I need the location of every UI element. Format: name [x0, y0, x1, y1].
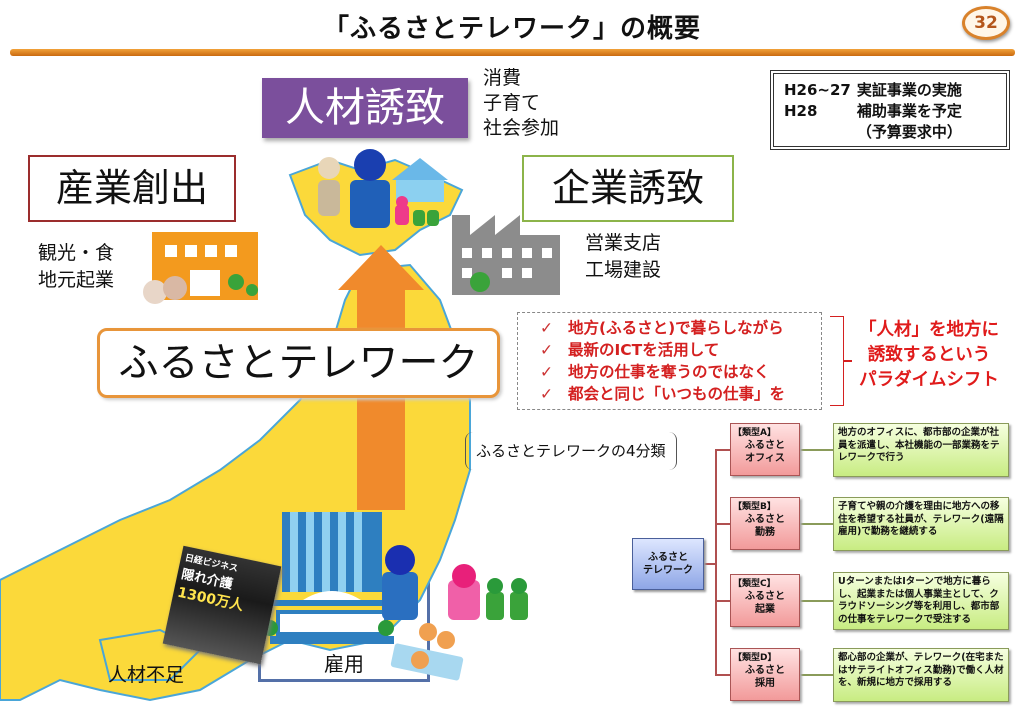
slide-title: 「ふるさとテレワーク」の概要 — [322, 14, 701, 44]
industry-creation-items: 観光・食 地元起業 — [38, 240, 114, 294]
schedule-box: H26~27 実証事業の実施 H28 補助事業を予定 （予算要求中） — [770, 70, 1010, 150]
attract-business-box: 企業誘致 — [522, 155, 734, 222]
attract-talent-effects: 消費 子育て 社会参加 — [483, 66, 559, 141]
title-divider — [10, 49, 1015, 56]
type-a-desc: 地方のオフィスに、都市部の企業が社員を派遣し、本社機能の一部業務をテレワークで行… — [833, 423, 1009, 477]
check-icon: ✓ — [540, 385, 553, 403]
schedule-text: （予算要求中） — [856, 123, 962, 141]
furusato-telework-box: ふるさとテレワーク — [97, 328, 500, 398]
schedule-text: 実証事業の実施 — [856, 81, 962, 99]
tree-connectors — [704, 449, 730, 676]
schedule-period: H28 — [784, 102, 818, 120]
point-item: ✓最新のICTを活用して — [540, 341, 720, 359]
paradigm-shift-text: 「人材」を地方に 誘致するという パラダイムシフト — [859, 320, 999, 390]
attract-business-items: 営業支店 工場建設 — [585, 230, 661, 284]
office-building-icon — [262, 512, 394, 644]
type-b-desc: 子育てや親の介護を理由に地方への移住を希望する社員が、テレワーク(遠隔雇用)で勤… — [833, 497, 1009, 551]
key-points-box: ✓地方(ふるさと)で暮らしながら ✓最新のICTを活用して ✓地方の仕事を奪うの… — [517, 312, 822, 410]
schedule-row: H26~27 実証事業の実施 — [784, 80, 968, 101]
classification-label: ふるさとテレワークの4分類 — [465, 432, 677, 470]
people-house-icon — [318, 149, 448, 228]
effect-item: 子育て — [483, 92, 541, 114]
industry-item: 地元起業 — [38, 269, 115, 291]
schedule-row: （予算要求中） — [784, 122, 968, 143]
schedule-row: H28 補助事業を予定 — [784, 101, 968, 122]
type-c-box: 【類型C】ふるさと起業 — [730, 574, 800, 627]
schedule-period — [784, 122, 857, 143]
labor-shortage-label: 人材不足 — [108, 664, 185, 686]
type-d-box: 【類型D】ふるさと採用 — [730, 648, 800, 701]
point-item: ✓地方の仕事を奪うのではなく — [540, 363, 770, 381]
page-number-badge: 32 — [962, 6, 1010, 40]
factory-icon — [452, 215, 560, 295]
check-icon: ✓ — [540, 363, 553, 381]
tree-root: ふるさとテレワーク — [632, 538, 704, 590]
type-d-desc: 都心部の企業が、テレワーク(在宅またはサテライトオフィス勤務)で働く人材を、新規… — [833, 648, 1009, 702]
point-item: ✓都会と同じ「いつもの仕事」を — [540, 385, 786, 403]
effect-item: 消費 — [483, 67, 522, 89]
industry-creation-box: 産業創出 — [28, 155, 236, 222]
type-c-desc: UターンまたはIターンで地方に暮らし、起業または個人事業主として、クラウドソーシ… — [833, 572, 1009, 630]
type-a-box: 【類型A】ふるさとオフィス — [730, 423, 800, 476]
bracket — [830, 316, 844, 406]
industry-item: 観光・食 — [38, 242, 115, 264]
workers-icon — [382, 545, 528, 681]
desc-connectors — [800, 449, 833, 676]
business-item: 営業支店 — [585, 232, 662, 254]
check-icon: ✓ — [540, 319, 553, 337]
employment-label: 雇用 — [324, 652, 364, 676]
attract-talent-box: 人材誘致 — [262, 78, 468, 138]
type-b-box: 【類型B】ふるさと勤務 — [730, 497, 800, 550]
point-item: ✓地方(ふるさと)で暮らしながら — [540, 319, 784, 337]
shop-building-icon — [143, 232, 258, 304]
schedule-text: 補助事業を予定 — [856, 102, 962, 120]
effect-item: 社会参加 — [483, 117, 560, 139]
check-icon: ✓ — [540, 341, 553, 359]
bracket-tick — [844, 360, 852, 362]
schedule-period: H26~27 — [784, 81, 851, 99]
magazine-cover-image: 日経ビジネス 隠れ介護 1300万人 — [162, 545, 282, 665]
business-item: 工場建設 — [585, 259, 662, 281]
